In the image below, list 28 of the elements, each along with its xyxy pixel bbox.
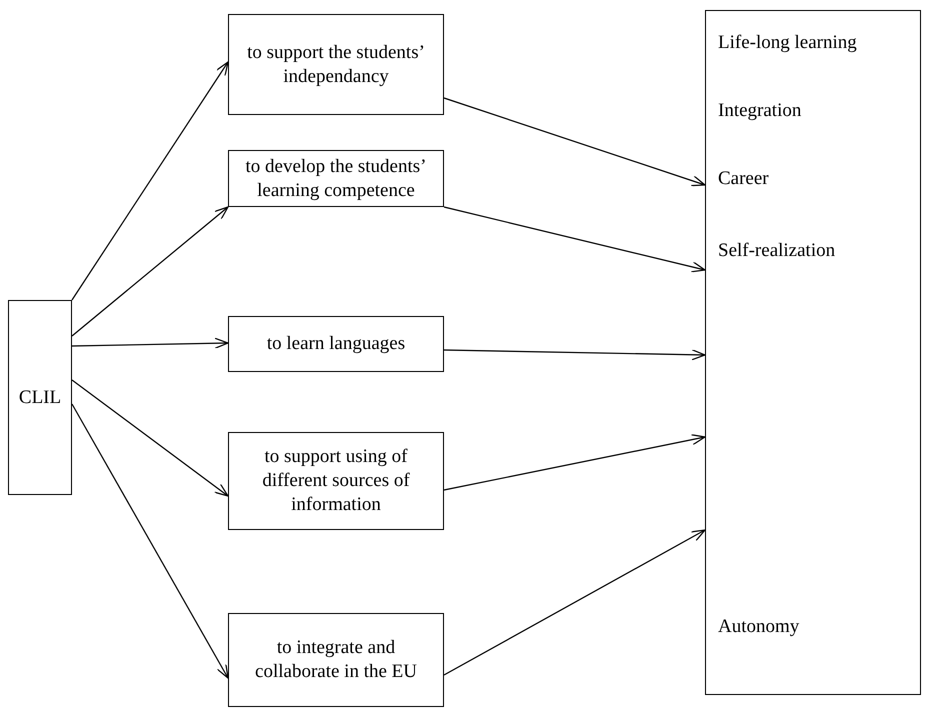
- arrow: [444, 349, 706, 360]
- arrow: [444, 206, 706, 272]
- text-box: [228, 150, 444, 207]
- outcome-label: Career: [718, 167, 769, 191]
- arrow: [444, 97, 706, 186]
- outcome-label: Autonomy: [718, 615, 800, 639]
- arrow: [444, 434, 706, 491]
- goal-text: to support the students’ independancy: [246, 40, 426, 88]
- outcome-label: Self-realization: [718, 239, 836, 263]
- text-box: [228, 14, 444, 115]
- goal-text: to integrate and collaborate in the EU: [254, 636, 418, 684]
- text-box: [228, 432, 444, 530]
- text-box: [8, 300, 72, 495]
- goal-text: to support using of different sources of information: [261, 445, 411, 517]
- outcome-label: Life-long learning: [718, 31, 857, 55]
- arrow: [72, 61, 229, 300]
- goal-text: to learn languages: [266, 332, 406, 356]
- text-box: [705, 10, 921, 695]
- arrow: [72, 206, 229, 336]
- outcome-label: Integration: [718, 99, 802, 123]
- node-label: CLIL: [18, 386, 62, 410]
- text-box: [228, 613, 444, 707]
- goal-text: to develop the students’ learning competence: [244, 154, 428, 202]
- arrow: [72, 380, 229, 497]
- arrow: [444, 529, 706, 676]
- arrow: [71, 404, 229, 679]
- text-box: [228, 316, 444, 372]
- arrow: [72, 338, 229, 349]
